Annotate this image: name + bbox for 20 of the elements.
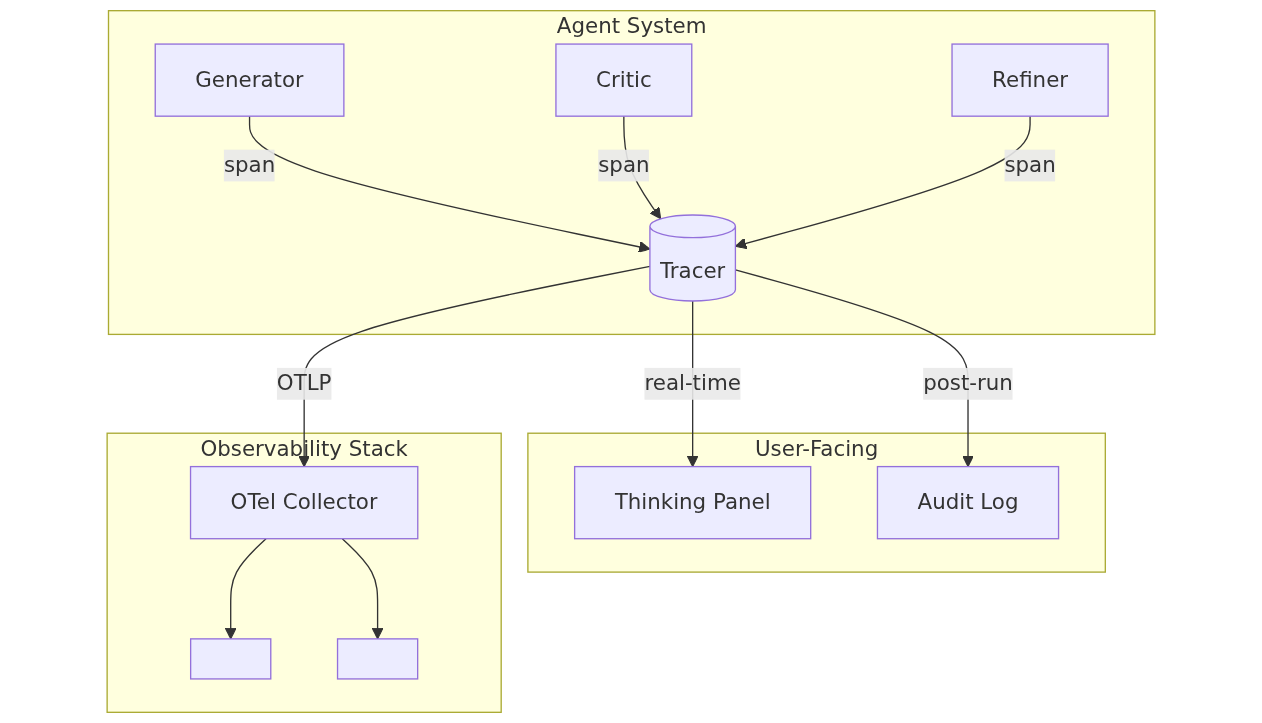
- arrow: [734, 269, 974, 468]
- edge-label: span: [1004, 152, 1056, 178]
- node-box: OTel Collector: [189, 465, 419, 540]
- node-box: Thinking Panel: [573, 465, 812, 540]
- node-box: [190, 638, 272, 680]
- edge-label: real-time: [644, 370, 741, 396]
- node-box: Audit Log: [876, 465, 1060, 540]
- edge-label: post-run: [923, 370, 1013, 396]
- edge-label: span: [598, 152, 650, 178]
- arrow: [224, 538, 267, 640]
- node-box: [336, 638, 419, 680]
- arrow: [341, 538, 384, 640]
- node-box: Generator: [154, 43, 345, 117]
- node-box: Critic: [555, 43, 693, 117]
- arrow: [248, 115, 651, 253]
- node-box: Refiner: [951, 43, 1109, 117]
- edge-label: span: [223, 152, 276, 178]
- edge-label: OTLP: [276, 370, 332, 396]
- arrow: [734, 115, 1031, 250]
- arrow: [298, 265, 651, 468]
